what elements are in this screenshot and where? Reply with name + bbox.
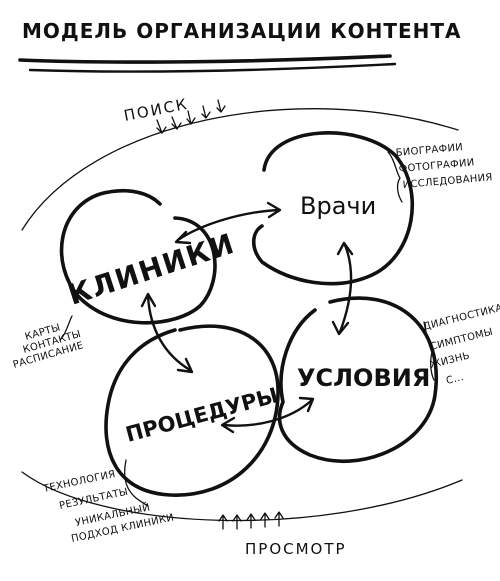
procedures-circle [104, 324, 280, 497]
title-underline-stroke [28, 62, 397, 73]
arrowhead-icon [176, 357, 194, 374]
conditions-note: СИМПТОМЫ [429, 327, 494, 353]
diagram-title: МОДЕЛЬ ОРГАНИЗАЦИИ КОНТЕНТА [22, 19, 462, 43]
procedures-label: ПРОЦЕДУРЫ [123, 383, 281, 447]
link-doctors-conditions-line [338, 243, 353, 334]
link-clinics-doctors [174, 201, 282, 245]
arrowhead-icon [336, 241, 354, 256]
link-clinics-procedures [140, 292, 194, 374]
search-arrow-icon [171, 116, 182, 130]
arrowhead-icon [220, 416, 236, 434]
conditions-note: С... [445, 372, 465, 387]
search-arrow-icon [186, 110, 196, 125]
link-procedures-conditions [220, 396, 315, 434]
arrowhead-icon [174, 230, 192, 245]
doctors-note: ИССЛЕДОВАНИЯ [402, 172, 493, 191]
procedures-notes-bracket [124, 459, 149, 507]
arrowhead-icon [298, 396, 315, 413]
browse-arrow-icon [246, 513, 256, 529]
link-procedures-conditions-line [222, 398, 314, 427]
link-clinics-doctors-line [176, 208, 280, 242]
conditions-label: УСЛОВИЯ [297, 364, 430, 392]
browse-arrow-icon [260, 512, 270, 528]
title-underline [18, 54, 392, 64]
browse-arrow-icon [232, 514, 242, 530]
browse-arrows [218, 511, 284, 530]
link-clinics-procedures-line [146, 294, 192, 372]
conditions-circle [277, 296, 439, 464]
browse-arrow-icon [218, 514, 228, 530]
doctors-label: Врачи [300, 192, 376, 220]
node-conditions: УСЛОВИЯ ДИАГНОСТИКА СИМПТОМЫ ЖИЗНЬ С... [277, 296, 500, 464]
search-arc [21, 108, 459, 231]
arrowhead-icon [266, 201, 282, 219]
search-arrow-icon [201, 105, 211, 119]
node-clinics: КЛИНИКИ КАРТЫ КОНТАКТЫ РАСПИСАНИЕ [12, 189, 239, 371]
arrowhead-icon [331, 320, 350, 336]
clinics-notes-bracket [59, 315, 73, 341]
doctors-note: ФОТОГРАФИИ [398, 157, 475, 175]
node-doctors: Врачи БИОГРАФИИ ФОТОГРАФИИ ИССЛЕДОВАНИЯ [251, 131, 493, 286]
doctors-notes-bracket [387, 151, 403, 203]
link-doctors-conditions [331, 241, 354, 336]
browse-arrow-icon [274, 511, 284, 527]
doctors-circle [251, 131, 415, 286]
conditions-notes-bracket [423, 321, 435, 381]
browse-arc [21, 471, 463, 522]
node-procedures: ПРОЦЕДУРЫ ТЕХНОЛОГИЯ РЕЗУЛЬТАТЫ УНИКАЛЬН… [41, 324, 281, 545]
clinics-circle [59, 189, 217, 325]
arrowhead-icon [140, 292, 157, 308]
search-arrow-icon [156, 119, 167, 134]
search-arrows [156, 99, 226, 134]
search-label: ПОИСК [122, 95, 190, 125]
search-arrow-icon [216, 99, 226, 113]
browse-label: ПРОСМОТР [245, 540, 347, 558]
conditions-note: ЖИЗНЬ [429, 350, 471, 370]
doctors-note: БИОГРАФИИ [395, 142, 463, 159]
